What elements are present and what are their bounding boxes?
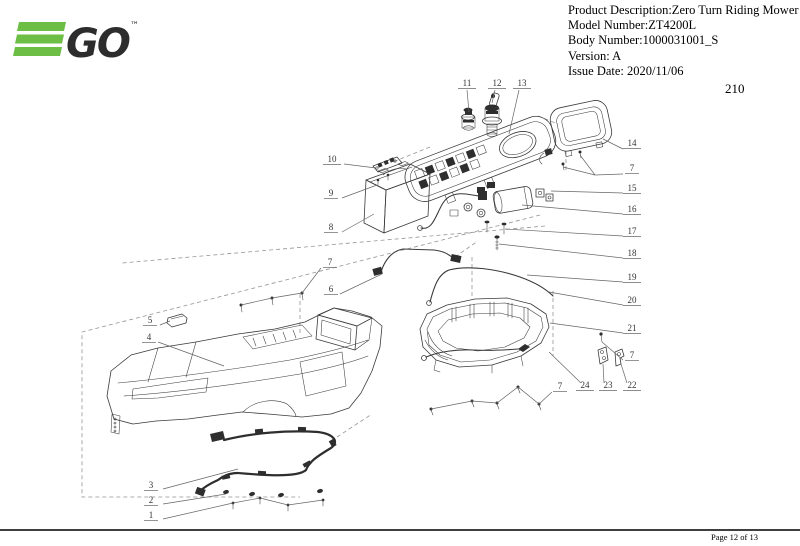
callout-17-17: 17 xyxy=(504,226,641,237)
svg-text:7: 7 xyxy=(630,163,635,173)
svg-text:17: 17 xyxy=(628,226,638,236)
callout-2-1: 2 xyxy=(144,493,227,506)
part-wire-20 xyxy=(426,267,554,306)
svg-text:24: 24 xyxy=(581,380,591,390)
part-connector-15 xyxy=(535,188,554,202)
part-clips-2 xyxy=(223,488,323,498)
svg-text:3: 3 xyxy=(149,480,154,490)
part-harness-3 xyxy=(194,426,337,497)
part-badge xyxy=(166,313,188,328)
sheet-number: 210 xyxy=(725,81,745,96)
callout-10-9: 10 xyxy=(323,154,377,169)
callout-7-26: 7 xyxy=(430,381,567,410)
svg-text:4: 4 xyxy=(147,332,152,342)
svg-text:7: 7 xyxy=(558,381,563,391)
callout-24-25: 24 xyxy=(548,351,594,391)
ego-logo-e-bars xyxy=(13,22,66,56)
callout-4-3: 4 xyxy=(142,332,225,367)
callout-19-19: 19 xyxy=(526,272,641,283)
part-hood xyxy=(106,307,383,435)
part-wire-19 xyxy=(417,191,487,231)
svg-text:18: 18 xyxy=(628,248,638,258)
part-cable-24 xyxy=(421,344,530,361)
svg-text:21: 21 xyxy=(628,323,637,333)
callout-12-11: 12 xyxy=(488,78,506,104)
callout-7-6: 7 xyxy=(240,257,337,306)
version: Version: A xyxy=(568,48,622,63)
callout-9-8: 9 xyxy=(324,184,378,199)
footer-rule xyxy=(0,529,800,531)
part-screws-7-lower xyxy=(429,385,542,416)
svg-text:7: 7 xyxy=(630,350,635,360)
part-wire-6 xyxy=(372,248,462,276)
svg-text:20: 20 xyxy=(628,295,638,305)
callout-21-21: 21 xyxy=(549,322,641,334)
callout-8-7: 8 xyxy=(324,213,375,233)
callout-15-15: 15 xyxy=(550,183,641,194)
svg-text:14: 14 xyxy=(628,138,638,148)
part-display-pod xyxy=(539,100,613,171)
product-info-block: Product Description:Zero Turn Riding Mow… xyxy=(568,3,799,79)
svg-text:19: 19 xyxy=(628,272,638,282)
svg-text:7: 7 xyxy=(328,257,333,267)
part-screws-17-18 xyxy=(484,220,507,251)
part-push-button xyxy=(461,107,476,131)
svg-text:23: 23 xyxy=(604,380,614,390)
part-bracket-22 xyxy=(614,348,625,367)
product-description: Product Description:Zero Turn Riding Mow… xyxy=(568,3,799,17)
callout-13-12: 13 xyxy=(508,78,531,135)
svg-text:2: 2 xyxy=(149,495,154,505)
svg-text:13: 13 xyxy=(518,78,528,88)
callout-16-16: 16 xyxy=(521,204,641,215)
part-tray xyxy=(419,297,550,374)
callout-7-14: 7 xyxy=(562,154,639,176)
svg-text:22: 22 xyxy=(628,380,637,390)
callout-6-5: 6 xyxy=(324,273,383,295)
svg-text:9: 9 xyxy=(329,188,334,198)
body-number: Body Number:1000031001_S xyxy=(568,33,719,48)
part-relay-module xyxy=(449,182,534,218)
part-battery xyxy=(363,161,431,234)
svg-text:11: 11 xyxy=(463,78,472,88)
svg-text:5: 5 xyxy=(148,315,153,325)
ego-logo-go-text: GO xyxy=(66,21,130,66)
svg-text:15: 15 xyxy=(628,183,638,193)
svg-text:8: 8 xyxy=(329,222,334,232)
ego-logo: GO ™ xyxy=(13,21,139,66)
part-bracket-23 xyxy=(597,332,609,365)
callout-7-22: 7 xyxy=(601,341,639,361)
part-terminal-strip xyxy=(372,156,403,173)
callout-1-0: 1 xyxy=(144,497,324,521)
callout-20-20: 20 xyxy=(548,291,641,306)
issue-date: Issue Date: 2020/11/06 xyxy=(568,63,684,78)
page-number-label: Page 12 of 13 xyxy=(711,532,758,542)
callout-5-4: 5 xyxy=(143,315,171,326)
part-key-switch xyxy=(482,92,502,137)
svg-text:6: 6 xyxy=(329,284,334,294)
construction-dashed-lines xyxy=(81,115,567,498)
callout-23-24: 23 xyxy=(599,363,617,391)
svg-text:16: 16 xyxy=(628,204,638,214)
svg-text:10: 10 xyxy=(328,154,338,164)
svg-text:1: 1 xyxy=(149,510,154,520)
callout-22-23: 22 xyxy=(620,363,641,391)
svg-text:12: 12 xyxy=(493,78,502,88)
model-number: Model Number:ZT4200L xyxy=(568,18,697,33)
ego-logo-tm: ™ xyxy=(130,21,139,31)
callout-11-10: 11 xyxy=(458,78,476,113)
part-screws-1 xyxy=(231,496,325,512)
callout-3-2: 3 xyxy=(144,468,239,491)
callout-18-18: 18 xyxy=(498,243,641,259)
callout-14-13: 14 xyxy=(602,138,641,150)
